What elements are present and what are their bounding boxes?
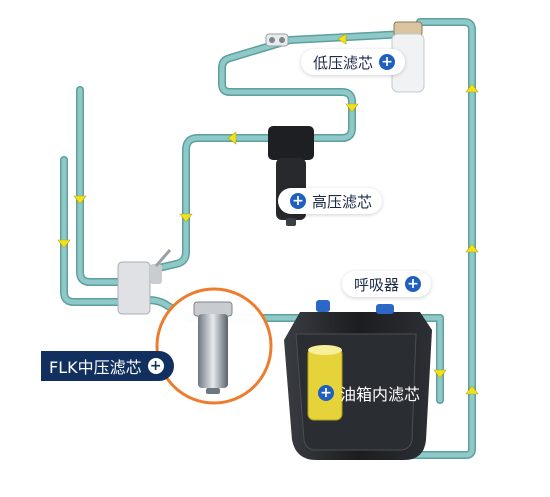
flow-arrow	[465, 83, 479, 93]
flow-arrow	[345, 103, 359, 113]
oil-tank	[284, 300, 432, 460]
valve-block	[117, 249, 172, 315]
flow-arrow	[73, 195, 87, 205]
flk-medium-filter-label[interactable]: FLK中压滤芯 +	[41, 351, 174, 381]
flow-arrow	[57, 239, 71, 249]
plus-icon[interactable]: +	[147, 358, 164, 374]
breather-label[interactable]: 呼吸器 +	[342, 271, 432, 297]
flow-arrow	[227, 131, 237, 145]
label-text: FLK中压滤芯	[49, 358, 142, 377]
label-text: 低压滤芯	[313, 53, 374, 72]
label-text: 高压滤芯	[312, 192, 373, 211]
flow-arrow	[465, 385, 479, 395]
plus-icon[interactable]: +	[405, 276, 422, 292]
high-pressure-filter-label[interactable]: + 高压滤芯	[278, 188, 383, 214]
plus-icon[interactable]: +	[379, 54, 396, 70]
flow-arrow	[465, 243, 479, 253]
breather-cap	[316, 300, 330, 312]
plus-icon[interactable]: +	[318, 385, 334, 401]
tank-filter-label[interactable]: + 油箱内滤芯	[306, 380, 430, 406]
label-text: 油箱内滤芯	[340, 385, 421, 404]
plus-icon[interactable]: +	[290, 193, 306, 209]
low-pressure-filter-label[interactable]: 低压滤芯 +	[301, 49, 406, 75]
elbow-fitting	[265, 33, 289, 47]
flow-arrow	[179, 213, 193, 223]
flow-arrow	[433, 369, 447, 379]
label-text: 呼吸器	[354, 275, 400, 294]
low-pressure-filter[interactable]	[391, 21, 425, 93]
flk-medium-pressure-filter[interactable]	[193, 301, 233, 394]
flow-arrow	[337, 33, 347, 45]
